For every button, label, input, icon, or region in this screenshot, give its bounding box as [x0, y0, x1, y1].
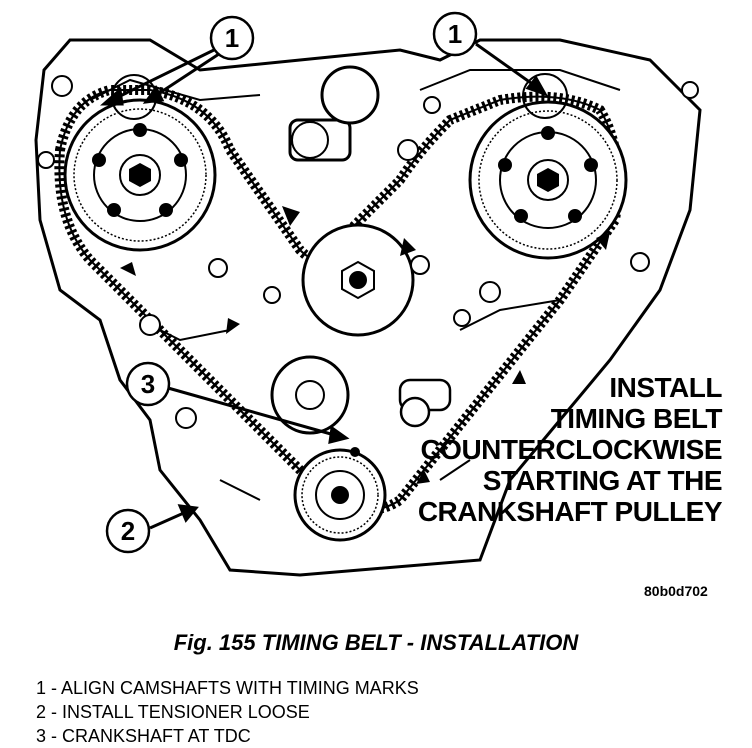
instruction-line: STARTING AT THE: [482, 465, 723, 496]
legend-item: 3 - CRANKSHAFT AT TDC: [36, 726, 251, 746]
engine-block-outline: [34, 38, 702, 577]
thermostat-housing: [288, 65, 380, 162]
callout-1-right: 1: [432, 11, 478, 57]
bolts: [37, 75, 699, 429]
instruction-line: CRANKSHAFT PULLEY: [417, 496, 723, 527]
image-code: 80b0d702: [644, 583, 708, 599]
leader-lines: [100, 42, 549, 530]
callout-3: 3: [125, 361, 171, 407]
idler-pulley: [270, 355, 350, 435]
belt-direction-arrows: [120, 206, 610, 484]
water-pump: [301, 223, 415, 337]
callout-1-right-number: 1: [448, 19, 462, 49]
install-instruction: INSTALL TIMING BELT COUNTERCLOCKWISE STA…: [417, 372, 723, 527]
legend: 1 - ALIGN CAMSHAFTS WITH TIMING MARKS 2 …: [36, 676, 419, 748]
right-cam-sprocket: [468, 100, 628, 260]
right-timing-mark-circle: [522, 73, 568, 119]
callout-2-number: 2: [121, 516, 135, 546]
callout-1-left-number: 1: [225, 23, 239, 53]
belt-tensioner: [398, 378, 452, 428]
instruction-line: INSTALL: [609, 372, 722, 403]
legend-item: 1 - ALIGN CAMSHAFTS WITH TIMING MARKS: [36, 678, 419, 698]
figure-caption: Fig. 155 TIMING BELT - INSTALLATION: [173, 630, 579, 655]
instruction-line: COUNTERCLOCKWISE: [420, 434, 722, 465]
callout-1-left: 1: [209, 15, 255, 61]
callout-2: 2: [105, 508, 151, 554]
legend-item: 2 - INSTALL TENSIONER LOOSE: [36, 702, 310, 722]
callout-3-number: 3: [141, 369, 155, 399]
instruction-line: TIMING BELT: [550, 403, 723, 434]
crankshaft-sprocket: [293, 447, 387, 542]
engine-timing-belt-illustration: 1 1 2 3: [34, 11, 702, 577]
left-cam-sprocket: [63, 98, 217, 252]
